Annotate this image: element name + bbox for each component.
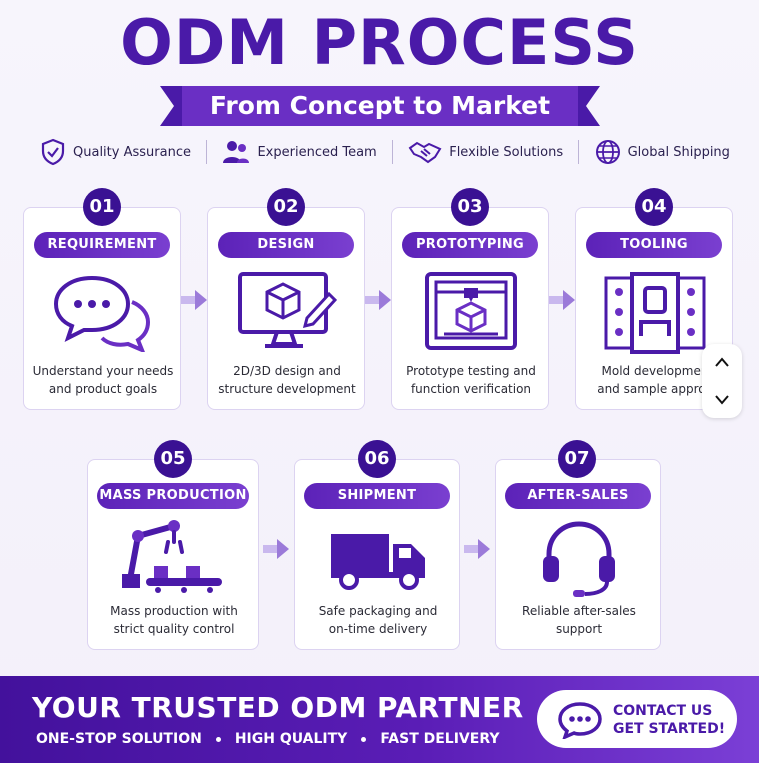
monitor-cube-icon: [238, 272, 337, 348]
step-number-badge: 02: [267, 188, 305, 226]
bullet-dot: [215, 736, 221, 742]
chat-bubble-icon: [558, 702, 602, 739]
arrow-right-icon: [365, 290, 391, 310]
step-desc-line: structure development: [218, 382, 356, 396]
arrow-right-icon: [464, 539, 490, 559]
step-desc-line: and sample approv: [597, 382, 713, 396]
headset-icon: [543, 521, 615, 597]
handshake-icon: [408, 141, 442, 164]
contact-us-button[interactable]: CONTACT US GET STARTED!: [537, 690, 737, 748]
step-title: TOOLING: [586, 232, 722, 258]
step-title: AFTER-SALES: [505, 483, 651, 509]
step-card-mass-production: MASS PRODUCTION Mass production with str…: [87, 459, 259, 650]
step-card-tooling: TOOLING Mold developmen and sample appro…: [575, 207, 733, 410]
step-desc-line: Safe packaging and: [318, 604, 438, 618]
chevron-down-icon[interactable]: [714, 394, 730, 406]
feature-label: Quality Assurance: [73, 144, 191, 160]
step-number-badge: 01: [83, 188, 121, 226]
footer-tag: FAST DELIVERY: [380, 731, 500, 747]
arrow-right-icon: [181, 290, 207, 310]
footer-tag: ONE-STOP SOLUTION: [36, 731, 202, 747]
feature-label: Experienced Team: [257, 144, 377, 160]
step-desc-line: Reliable after-sales: [522, 604, 636, 618]
divider: [391, 140, 393, 164]
step-title: SHIPMENT: [304, 483, 450, 509]
step-desc-line: Understand your needs: [32, 364, 174, 378]
chevron-up-icon[interactable]: [714, 356, 730, 368]
footer-title: YOUR TRUSTED ODM PARTNER: [32, 691, 524, 724]
footer-tags: ONE-STOP SOLUTION HIGH QUALITY FAST DELI…: [36, 731, 499, 747]
step-description: Prototype testing and function verificat…: [396, 362, 546, 398]
page-subtitle: From Concept to Market: [209, 91, 551, 120]
step-description: Safe packaging and on-time delivery: [301, 602, 455, 638]
footer-tag: HIGH QUALITY: [234, 731, 348, 747]
step-desc-line: function verification: [410, 382, 532, 396]
step-card-design: DESIGN 2D/3D design and structure develo…: [207, 207, 365, 410]
step-card-requirement: REQUIREMENT Understand your needs and pr…: [23, 207, 181, 410]
bullet-dot: [361, 736, 367, 742]
arrow-right-icon: [549, 290, 575, 310]
divider: [206, 140, 208, 164]
step-title: REQUIREMENT: [34, 232, 170, 258]
arrow-right-icon: [263, 539, 289, 559]
subtitle-ribbon: From Concept to Market: [160, 86, 600, 126]
step-title: PROTOTYPING: [402, 232, 538, 258]
contact-text: CONTACT US GET STARTED!: [613, 702, 725, 738]
truck-icon: [331, 534, 425, 590]
step-card-after-sales: AFTER-SALES Reliable after-sales support: [495, 459, 661, 650]
robot-arm-icon: [122, 520, 222, 593]
contact-line: CONTACT US: [613, 703, 713, 719]
step-desc-line: 2D/3D design and: [233, 364, 341, 378]
step-desc-line: Prototype testing and: [406, 364, 536, 378]
3d-printer-icon: [425, 272, 517, 350]
feature-label: Global Shipping: [627, 144, 730, 160]
step-description: 2D/3D design and structure development: [212, 362, 362, 398]
feature-quality: Quality Assurance: [40, 138, 191, 166]
step-desc-line: on-time delivery: [328, 622, 428, 636]
step-title: DESIGN: [218, 232, 354, 258]
contact-line: GET STARTED!: [613, 721, 726, 737]
step-number-badge: 07: [558, 440, 596, 478]
shield-check-icon: [41, 138, 65, 166]
globe-icon: [595, 140, 620, 164]
step-description: Mass production with strict quality cont…: [94, 602, 254, 638]
team-icon: [223, 141, 250, 163]
step-description: Mold developmen and sample approv: [580, 362, 730, 398]
feature-team: Experienced Team: [222, 139, 377, 165]
step-description: Reliable after-sales support: [502, 602, 656, 638]
step-number-badge: 05: [154, 440, 192, 478]
step-number-badge: 04: [635, 188, 673, 226]
step-title: MASS PRODUCTION: [97, 483, 249, 509]
step-desc-line: strict quality control: [113, 622, 235, 636]
scroll-control: [702, 344, 742, 418]
feature-shipping: Global Shipping: [595, 139, 730, 165]
feature-flexible: Flexible Solutions: [408, 140, 563, 164]
step-description: Understand your needs and product goals: [28, 362, 178, 398]
feature-label: Flexible Solutions: [449, 144, 564, 160]
feature-bar: Quality Assurance Experienced Team Flexi…: [40, 134, 730, 170]
step-card-shipment: SHIPMENT Safe packaging and on-time deli…: [294, 459, 460, 650]
footer-banner: YOUR TRUSTED ODM PARTNER ONE-STOP SOLUTI…: [0, 676, 759, 763]
step-desc-line: Mold developmen: [601, 364, 709, 378]
step-desc-line: Mass production with: [110, 604, 238, 618]
divider: [578, 140, 580, 164]
page-title: ODM PROCESS: [120, 6, 639, 79]
step-number-badge: 03: [451, 188, 489, 226]
chat-bubbles-icon: [53, 275, 151, 352]
step-card-prototyping: PROTOTYPING Prototype testing and functi…: [391, 207, 549, 410]
mold-icon: [604, 272, 706, 354]
step-number-badge: 06: [358, 440, 396, 478]
step-desc-line: support: [555, 622, 603, 636]
step-desc-line: and product goals: [48, 382, 158, 396]
